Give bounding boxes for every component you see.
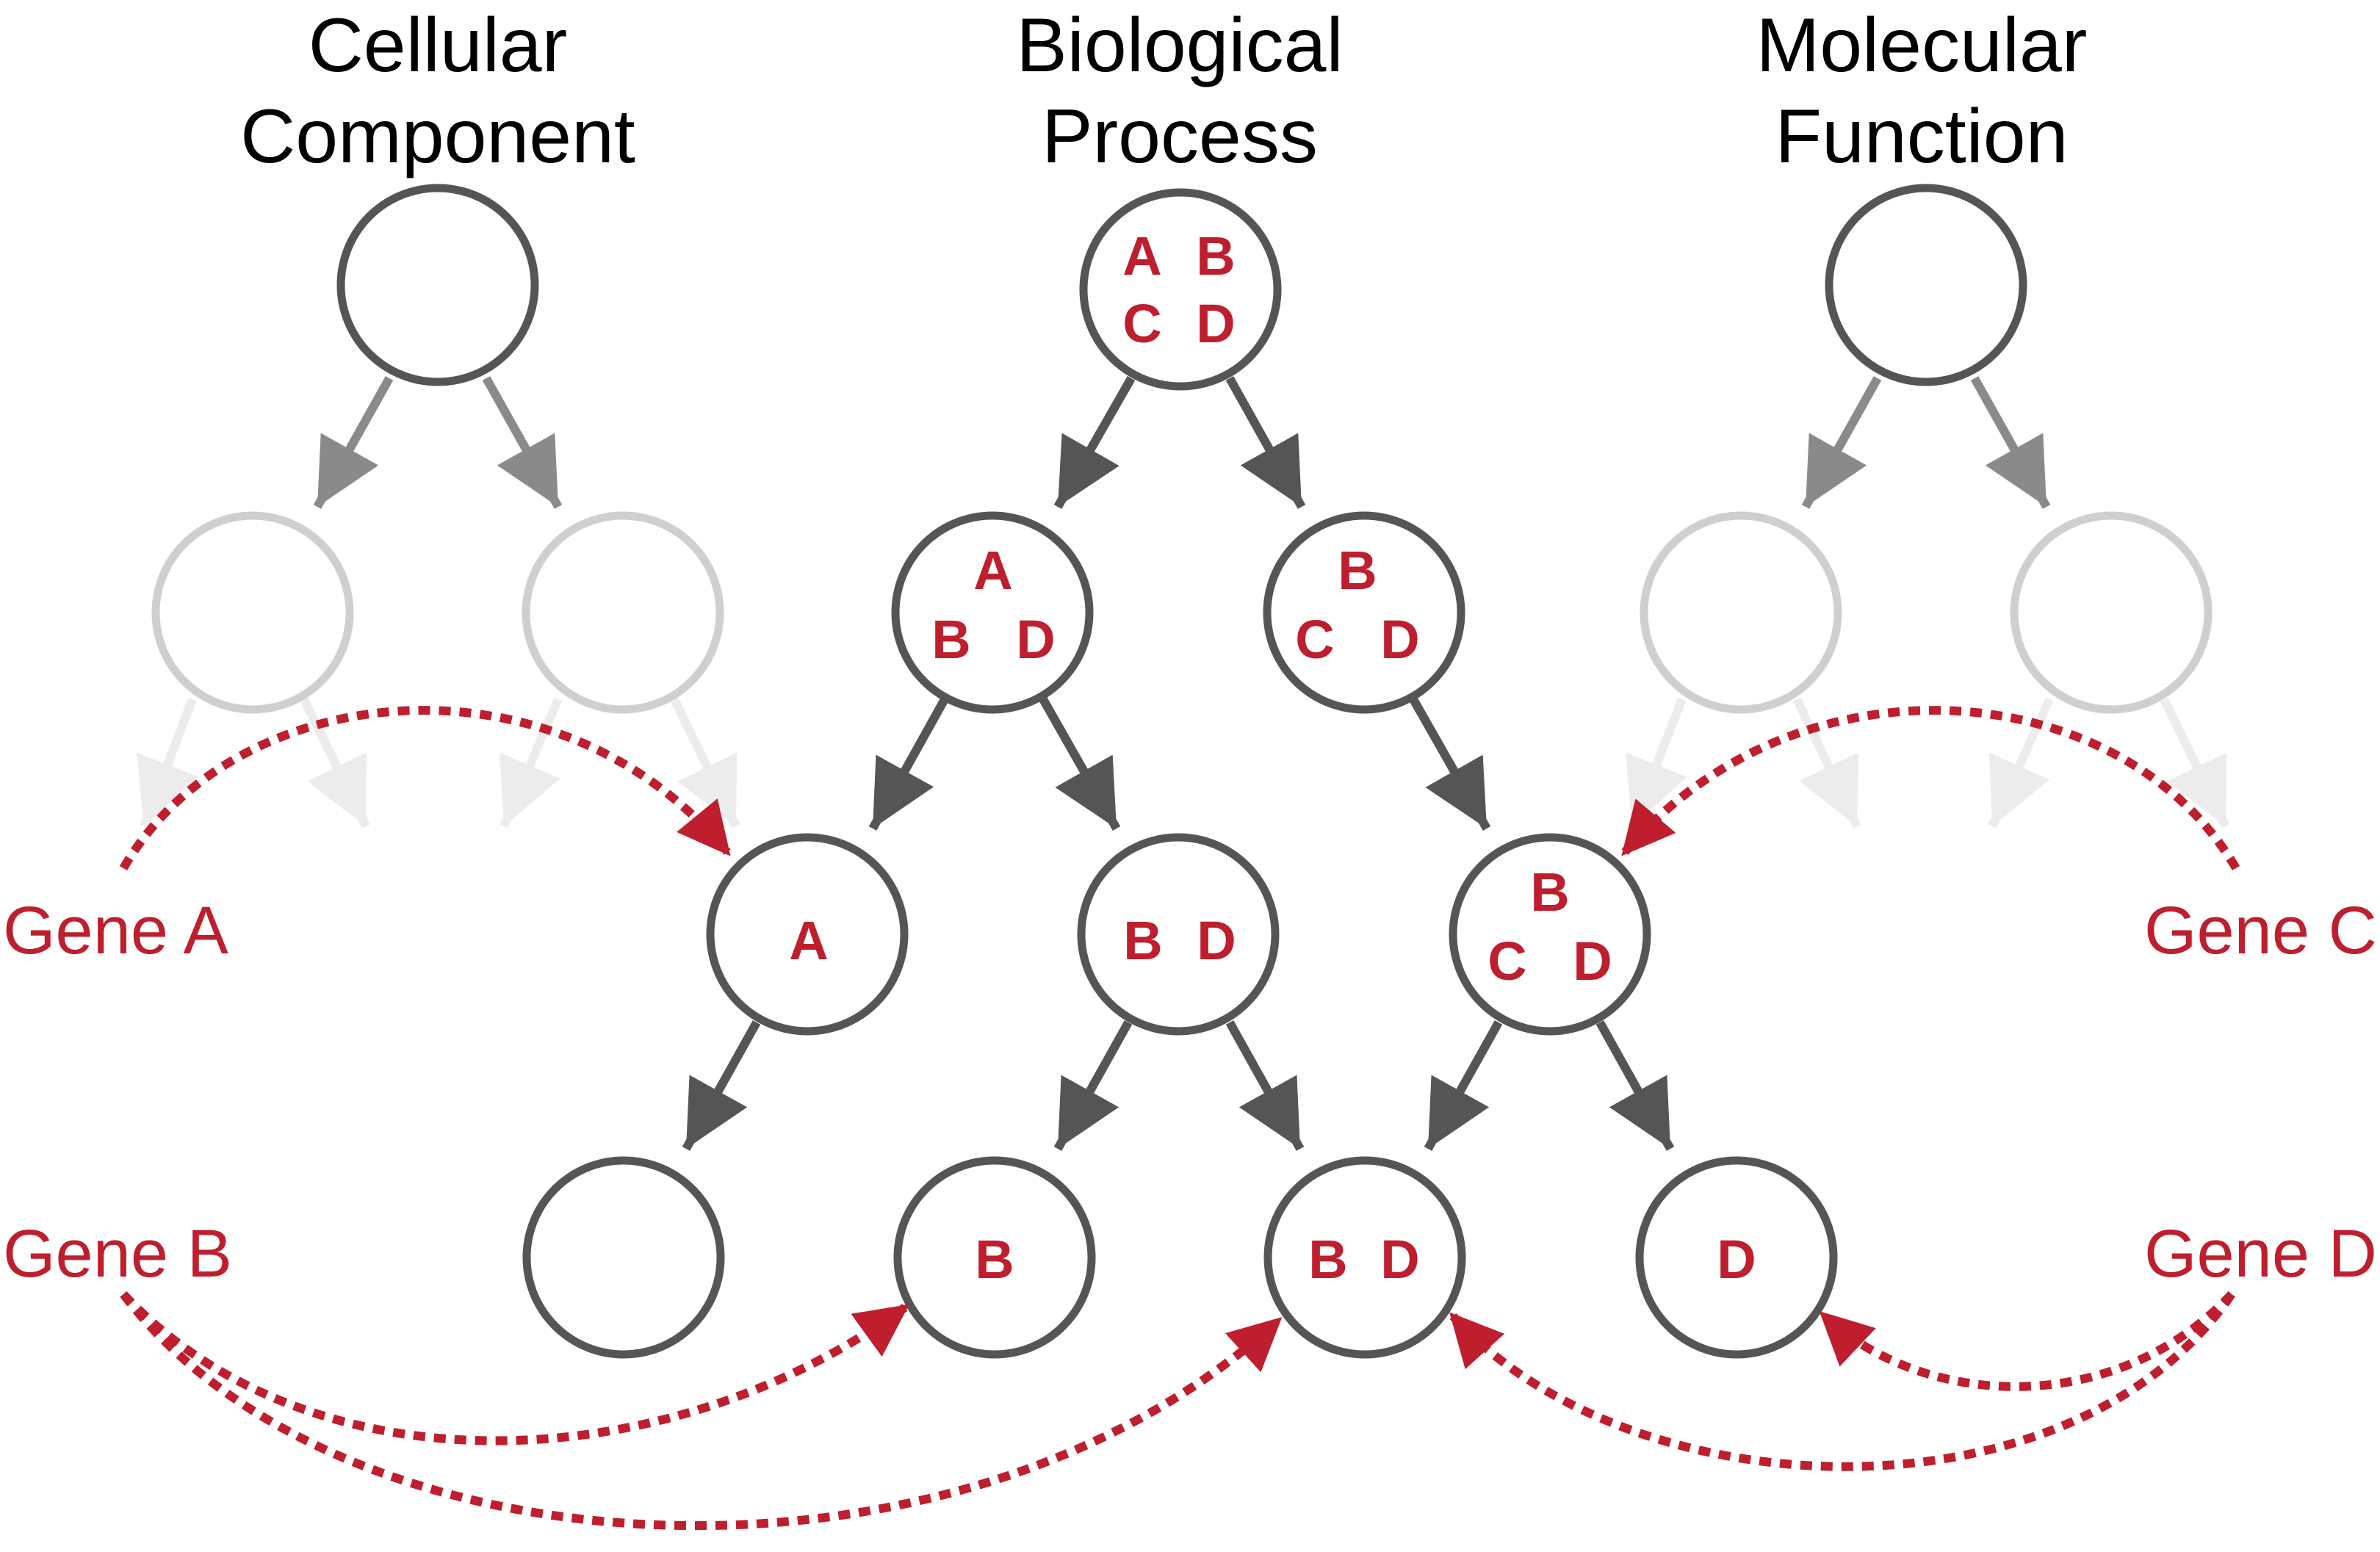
edge-arrow bbox=[137, 697, 199, 829]
cellular-component-tree bbox=[137, 184, 740, 829]
go-term-node bbox=[1079, 188, 1282, 391]
node-gene-label: B bbox=[1308, 1229, 1347, 1290]
edge-arrow bbox=[1039, 697, 1121, 831]
edge-arrow bbox=[1053, 376, 1136, 509]
gene-d-label: Gene D bbox=[2144, 1216, 2377, 1291]
go-term-node bbox=[1077, 833, 1280, 1036]
node-gene-label: A bbox=[1122, 225, 1161, 286]
edge-arrow bbox=[868, 697, 949, 831]
node-gene-label: B bbox=[1123, 910, 1162, 971]
edge-arrow bbox=[1792, 697, 1861, 829]
annotation-arrow-gene-d-to-bd bbox=[1449, 1291, 2235, 1471]
node-gene-label: D bbox=[1380, 609, 1419, 670]
annotation-arrow-gene-b-to-bd bbox=[120, 1291, 1283, 1531]
node-gene-label: C bbox=[1295, 609, 1334, 670]
node-gene-label: D bbox=[1016, 609, 1055, 670]
go-term-node bbox=[2010, 511, 2213, 714]
node-gene-label: D bbox=[1196, 293, 1235, 354]
node-gene-label: B bbox=[1338, 540, 1377, 601]
heading-cellular-component: Cellular Component bbox=[210, 0, 666, 182]
node-gene-label: B bbox=[975, 1229, 1014, 1290]
edge-arrow bbox=[2160, 697, 2230, 829]
heading-line: Function bbox=[1775, 94, 2069, 179]
go-term-node bbox=[1825, 184, 2027, 386]
biological-process-tree: A B C D A B D B C D A B D B C D B B D D bbox=[522, 188, 1838, 1359]
heading-line: Biological bbox=[1016, 3, 1344, 88]
node-gene-label: B bbox=[1530, 862, 1569, 923]
go-term-node bbox=[1449, 833, 1651, 1036]
heading-line: Cellular bbox=[308, 3, 568, 88]
node-gene-label: A bbox=[789, 910, 828, 971]
edge-arrow bbox=[1424, 1020, 1503, 1151]
edge-arrow bbox=[300, 697, 370, 829]
node-gene-label: B bbox=[1196, 225, 1235, 286]
edge-arrow bbox=[1053, 1020, 1133, 1151]
go-term-node bbox=[151, 511, 354, 714]
edge-arrow bbox=[1225, 376, 1306, 509]
edge-arrow bbox=[1225, 1020, 1305, 1151]
go-term-node bbox=[1640, 511, 1842, 714]
go-term-node bbox=[893, 1156, 1096, 1359]
heading-line: Molecular bbox=[1756, 3, 2088, 88]
go-term-node bbox=[891, 511, 1094, 714]
node-gene-label: D bbox=[1573, 931, 1612, 992]
node-gene-label: D bbox=[1197, 910, 1236, 971]
edge-arrow bbox=[500, 697, 563, 829]
annotation-arrow-gene-b-to-b bbox=[120, 1291, 909, 1445]
go-term-node bbox=[522, 511, 724, 714]
gene-c-label: Gene C bbox=[2144, 893, 2377, 968]
node-gene-label: D bbox=[1717, 1229, 1756, 1290]
go-term-node bbox=[1263, 511, 1465, 714]
gene-b-label: Gene B bbox=[3, 1216, 232, 1291]
annotation-arrow-gene-c bbox=[1621, 706, 2240, 871]
gene-annotations bbox=[119, 706, 2240, 1531]
go-term-node bbox=[336, 184, 539, 386]
edge-arrow bbox=[682, 1020, 761, 1151]
annotation-arrow-gene-d-to-d bbox=[1819, 1291, 2235, 1391]
go-term-node bbox=[1263, 1156, 1466, 1359]
edge-arrow bbox=[482, 376, 563, 509]
molecular-function-tree bbox=[1626, 184, 2230, 829]
node-gene-label: B bbox=[931, 609, 970, 670]
heading-line: Component bbox=[240, 94, 635, 179]
edge-arrow bbox=[1970, 376, 2051, 509]
gene-a-label: Gene A bbox=[3, 893, 229, 968]
edge-arrow bbox=[313, 376, 394, 509]
heading-molecular-function: Molecular Function bbox=[1694, 0, 2149, 182]
heading-biological-process: Biological Process bbox=[952, 0, 1407, 182]
node-gene-label: C bbox=[1122, 293, 1161, 354]
node-gene-label: C bbox=[1488, 931, 1526, 992]
edge-arrow bbox=[1409, 697, 1491, 831]
node-gene-label: A bbox=[973, 540, 1012, 601]
edge-arrow bbox=[1801, 376, 1882, 509]
go-term-node bbox=[522, 1156, 725, 1359]
go-term-node bbox=[1635, 1156, 1838, 1359]
heading-line: Process bbox=[1042, 94, 1318, 179]
go-term-node bbox=[706, 833, 909, 1036]
annotation-arrow-gene-a bbox=[119, 706, 731, 871]
node-gene-label: D bbox=[1380, 1229, 1419, 1290]
edge-arrow bbox=[1595, 1020, 1675, 1151]
